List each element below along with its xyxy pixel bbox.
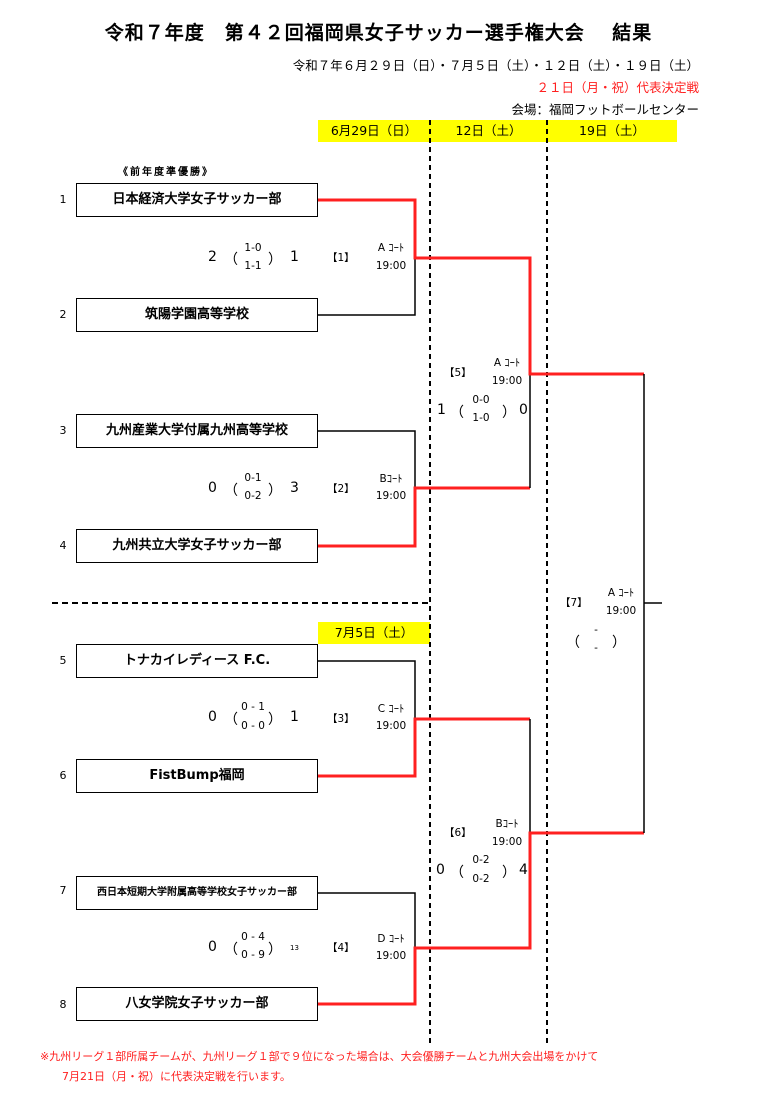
team-2: 筑陽学園高等学校 — [76, 298, 318, 332]
team-6: FistBump福岡 — [76, 759, 318, 793]
m2-close: ） — [268, 483, 282, 499]
m4-time: 19:00 — [375, 950, 407, 962]
m6-right-score: 4 — [519, 862, 528, 878]
m7-open: （ — [566, 635, 580, 651]
m1-right-score: 1 — [290, 249, 299, 265]
m2-open: （ — [224, 483, 238, 499]
m1-number: 【1】 — [327, 252, 355, 264]
seed-8: 8 — [59, 998, 67, 1011]
m1-time: 19:00 — [375, 260, 407, 272]
m3-open: （ — [224, 712, 238, 728]
m4-close: ） — [268, 942, 282, 958]
m7-half1: - — [594, 624, 598, 636]
m1-open: （ — [224, 252, 238, 268]
date-round1-b: 7月5日（土） — [318, 622, 430, 644]
date-round2: 12日（土） — [430, 120, 547, 142]
date-round1: 6月29日（日） — [318, 120, 430, 142]
m6-open: （ — [450, 865, 464, 881]
m4-half1: 0 - 4 — [241, 931, 265, 943]
seed-5: 5 — [59, 654, 67, 667]
m4-half2: 0 - 9 — [241, 949, 265, 961]
m2-half1: 0-1 — [244, 472, 262, 484]
m5-time: 19:00 — [491, 375, 523, 387]
note-line-1: ※九州リーグ１部所属チームが、九州リーグ１部で９位になった場合は、大会優勝チーム… — [40, 1050, 599, 1063]
m6-close: ） — [502, 865, 516, 881]
seed-6: 6 — [59, 769, 67, 782]
m3-right-score: 1 — [290, 709, 299, 725]
team-4: 九州共立大学女子サッカー部 — [76, 529, 318, 563]
m7-number: 【7】 — [560, 597, 588, 609]
note-line-2: 7月21日（月・祝）に代表決定戦を行います。 — [62, 1070, 291, 1083]
m4-left-score: 0 — [208, 939, 217, 955]
m6-half1: 0-2 — [472, 854, 490, 866]
seed-1: 1 — [59, 193, 67, 206]
team-1: 日本経済大学女子サッカー部 — [76, 183, 318, 217]
team-5: トナカイレディース F.C. — [76, 644, 318, 678]
team-7: 西日本短期大学附属高等学校女子サッカー部 — [76, 876, 318, 910]
m5-half1: 0-0 — [472, 394, 490, 406]
m4-open: （ — [224, 942, 238, 958]
m1-half1: 1-0 — [244, 242, 262, 254]
m3-time: 19:00 — [375, 720, 407, 732]
m5-half2: 1-0 — [472, 412, 490, 424]
prev-runner-up-label: 《前年度準優勝》 — [118, 167, 214, 178]
venue-line: 会場：福岡フットボールセンター — [511, 102, 699, 117]
m2-right-score: 3 — [290, 480, 299, 496]
seed-3: 3 — [59, 424, 67, 437]
m1-left-score: 2 — [208, 249, 217, 265]
seed-7: 7 — [59, 884, 67, 897]
m3-close: ） — [268, 712, 282, 728]
m7-half2: - — [594, 642, 598, 654]
m7-time: 19:00 — [605, 605, 637, 617]
m2-half2: 0-2 — [244, 490, 262, 502]
m5-right-score: 0 — [519, 402, 528, 418]
m5-close: ） — [502, 405, 516, 421]
seed-4: 4 — [59, 539, 67, 552]
m7-close: ） — [612, 635, 626, 651]
m6-left-score: 0 — [436, 862, 445, 878]
date-final: 19日（土） — [547, 120, 677, 142]
m5-number: 【5】 — [444, 367, 472, 379]
m2-time: 19:00 — [375, 490, 407, 502]
playoff-line: ２１日（月・祝）代表決定戦 — [536, 80, 699, 95]
m6-court: Bｺｰﾄ — [495, 818, 519, 830]
m1-half2: 1-1 — [244, 260, 262, 272]
team-8: 八女学院女子サッカー部 — [76, 987, 318, 1021]
m3-left-score: 0 — [208, 709, 217, 725]
m3-number: 【3】 — [327, 713, 355, 725]
m3-court: C ｺｰﾄ — [377, 703, 405, 715]
page-title: 令和７年度 第４２回福岡県女子サッカー選手権大会 結果 — [104, 22, 653, 44]
m5-open: （ — [450, 405, 464, 421]
m6-number: 【6】 — [444, 827, 472, 839]
m3-half2: 0 - 0 — [241, 720, 265, 732]
m2-left-score: 0 — [208, 480, 217, 496]
m1-close: ） — [268, 252, 282, 268]
team-3: 九州産業大学付属九州高等学校 — [76, 414, 318, 448]
m4-right-score: 13 — [290, 944, 299, 952]
m4-number: 【4】 — [327, 942, 355, 954]
m1-court: A ｺｰﾄ — [377, 242, 405, 254]
m5-left-score: 1 — [437, 402, 446, 418]
m6-half2: 0-2 — [472, 873, 490, 885]
m7-court: A ｺｰﾄ — [607, 587, 635, 599]
m3-half1: 0 - 1 — [241, 701, 265, 713]
m4-court: D ｺｰﾄ — [377, 933, 405, 945]
m2-number: 【2】 — [327, 483, 355, 495]
m2-court: Bｺｰﾄ — [379, 473, 403, 485]
m6-time: 19:00 — [491, 836, 523, 848]
m5-court: A ｺｰﾄ — [493, 357, 521, 369]
seed-2: 2 — [59, 308, 67, 321]
schedule-line: 令和７年６月２９日（日）・７月５日（土）・１２日（土）・１９日（土） — [292, 58, 699, 73]
